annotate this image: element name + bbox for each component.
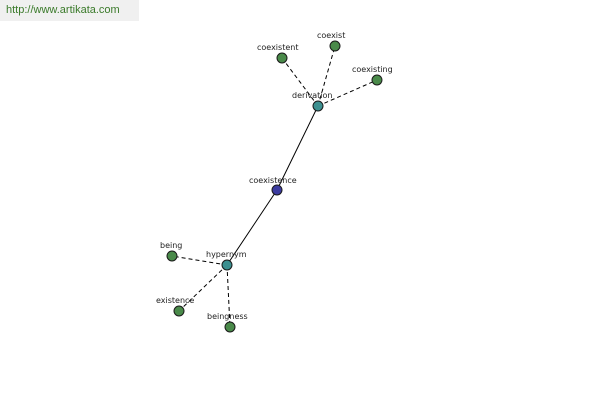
node-hub-hypernym[interactable]: [221, 259, 233, 271]
node-hub-derivation[interactable]: [312, 100, 324, 112]
label-coexisting[interactable]: coexisting: [352, 65, 393, 74]
edge-derivation-coexisting: [317, 79, 378, 107]
label-hub-hypernym[interactable]: hypernym: [206, 250, 247, 259]
node-coexist[interactable]: [329, 40, 341, 52]
label-coexistent[interactable]: coexistent: [257, 43, 298, 52]
label-being[interactable]: being: [160, 241, 182, 250]
node-coexistent[interactable]: [276, 52, 288, 64]
edge-derivation-coexist: [317, 45, 336, 107]
label-coexist[interactable]: coexist: [317, 31, 345, 40]
label-existence[interactable]: existence: [156, 296, 194, 305]
label-beingness[interactable]: beingness: [207, 312, 248, 321]
node-coexisting[interactable]: [371, 74, 383, 86]
url-banner: http://www.artikata.com: [0, 0, 139, 21]
node-existence[interactable]: [173, 305, 185, 317]
edge-center-hypernym: [226, 189, 278, 266]
edge-center-derivation: [276, 105, 319, 191]
node-being[interactable]: [166, 250, 178, 262]
node-beingness[interactable]: [224, 321, 236, 333]
edge-derivation-coexistent: [281, 57, 319, 107]
edge-hypernym-being: [171, 255, 228, 266]
label-hub-derivation[interactable]: derivation: [292, 91, 332, 100]
edge-hypernym-beingness: [226, 264, 231, 328]
site-link[interactable]: http://www.artikata.com: [6, 4, 120, 16]
label-center[interactable]: coexistence: [249, 176, 297, 185]
node-center[interactable]: [271, 184, 283, 196]
